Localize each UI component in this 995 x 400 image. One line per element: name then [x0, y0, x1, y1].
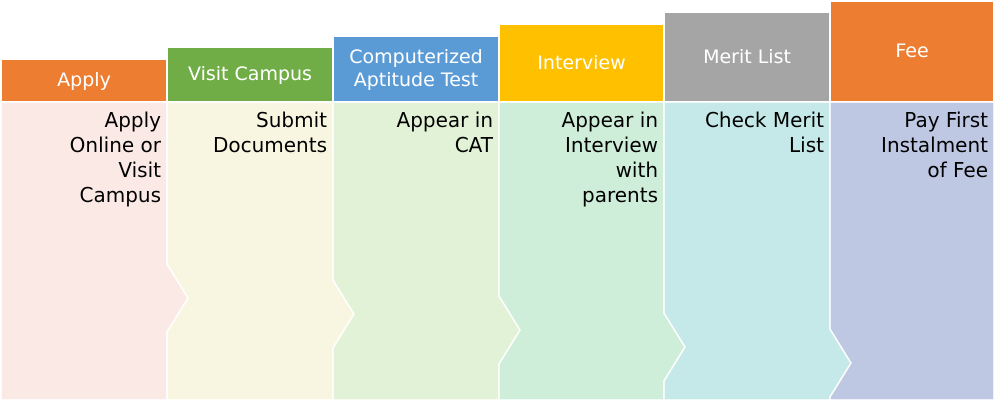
step-description-visit-campus: Submit Documents [212, 108, 327, 157]
step-header-merit-list: Merit List [664, 12, 830, 102]
step-description-fee: Pay First Instalment of Fee [881, 108, 988, 182]
step-header-aptitude-test: Computerized Aptitude Test [333, 36, 499, 102]
step-header-interview: Interview [499, 24, 664, 102]
step-description-merit-list: Check Merit List [704, 108, 824, 157]
step-header-fee: Fee [830, 1, 994, 102]
step-header-apply: Apply [1, 59, 167, 102]
step-body-chevron [829, 101, 995, 400]
step-description-interview: Appear in Interview with parents [561, 108, 658, 207]
step-description-apply: Apply Online or Visit Campus [69, 108, 161, 207]
step-description-aptitude-test: Appear in CAT [396, 108, 493, 157]
step-header-visit-campus: Visit Campus [167, 47, 333, 102]
